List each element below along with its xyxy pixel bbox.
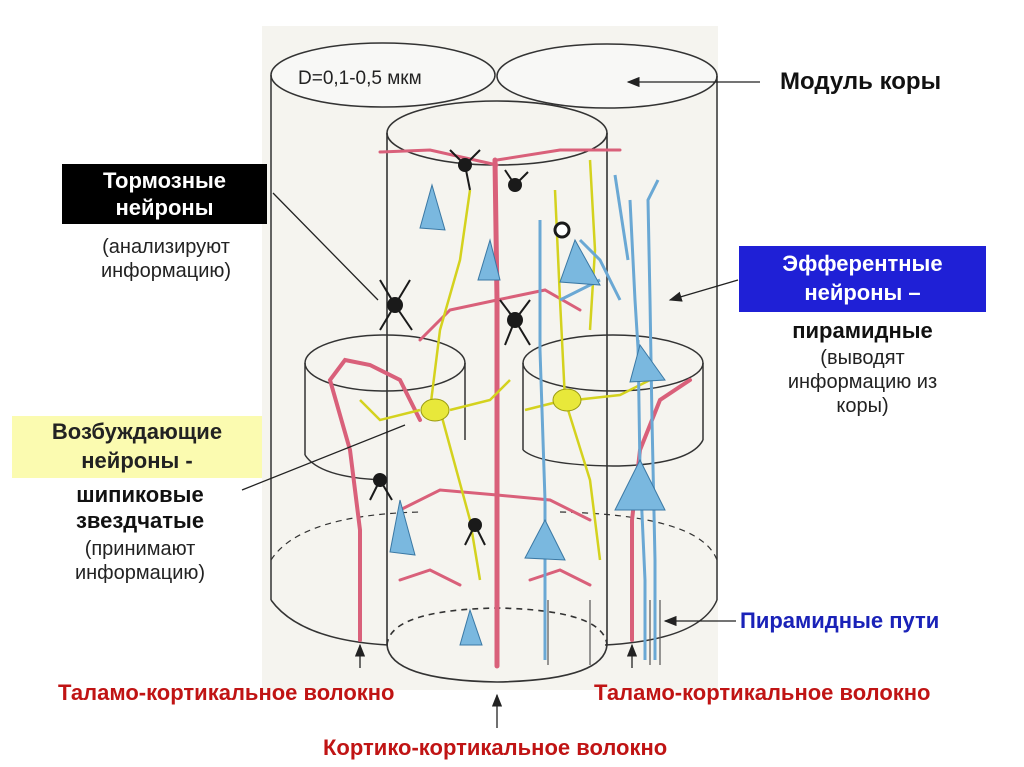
dark-neuron-7 (555, 223, 569, 237)
dark-neuron-4 (508, 178, 522, 192)
yellow-neuron-left-body (421, 399, 449, 421)
cortico-cortical-label: Кортико-кортикальное волокно (323, 735, 667, 761)
dark-neuron-5 (373, 473, 387, 487)
module-label: Модуль коры (780, 68, 941, 97)
dark-neuron-2 (507, 312, 523, 328)
excitatory-neurons-box: Возбуждающие нейроны - (12, 416, 262, 478)
dark-neuron-3 (458, 158, 472, 172)
inhibitory-desc: (анализируют информацию) (60, 235, 272, 283)
efferent-desc: пирамидные (выводят информацию из коры) (740, 318, 985, 418)
inhibitory-neurons-box: Тормозные нейроны (62, 164, 267, 224)
excitatory-desc-line1: (принимают (30, 537, 250, 561)
excitatory-title-line2: нейроны - (12, 447, 262, 476)
excitatory-title-line1: Возбуждающие (12, 418, 262, 447)
excitatory-desc: шипиковые звездчатые (принимают информац… (30, 482, 250, 585)
inhibitory-title-line2: нейроны (62, 194, 267, 222)
pyramidal-paths-label: Пирамидные пути (740, 608, 939, 634)
diameter-label: D=0,1-0,5 мкм (298, 68, 422, 91)
inhibitory-desc-line2: информацию) (60, 259, 272, 283)
inhibitory-desc-line1: (анализируют (60, 235, 272, 259)
excitatory-sub-line2: звездчатые (30, 508, 250, 534)
excitatory-sub-line1: шипиковые (30, 482, 250, 508)
inhibitory-title-line1: Тормозные (62, 167, 267, 195)
efferent-title-line1: Эфферентные (739, 250, 986, 279)
efferent-desc-line2: информацию из (740, 370, 985, 394)
dark-neuron-6 (468, 518, 482, 532)
efferent-title-line2: нейроны – (739, 279, 986, 308)
efferent-neurons-box: Эфферентные нейроны – (739, 246, 986, 312)
efferent-desc-line3: коры) (740, 394, 985, 418)
dark-neuron-1 (387, 297, 403, 313)
yellow-neuron-right-body (553, 389, 581, 411)
efferent-desc-line1: (выводят (740, 346, 985, 370)
efferent-sub: пирамидные (740, 318, 985, 344)
thalamo-cortical-right-label: Таламо-кортикальное волокно (594, 680, 931, 706)
thalamo-cortical-left-label: Таламо-кортикальное волокно (58, 680, 395, 706)
excitatory-desc-line2: информацию) (30, 561, 250, 585)
